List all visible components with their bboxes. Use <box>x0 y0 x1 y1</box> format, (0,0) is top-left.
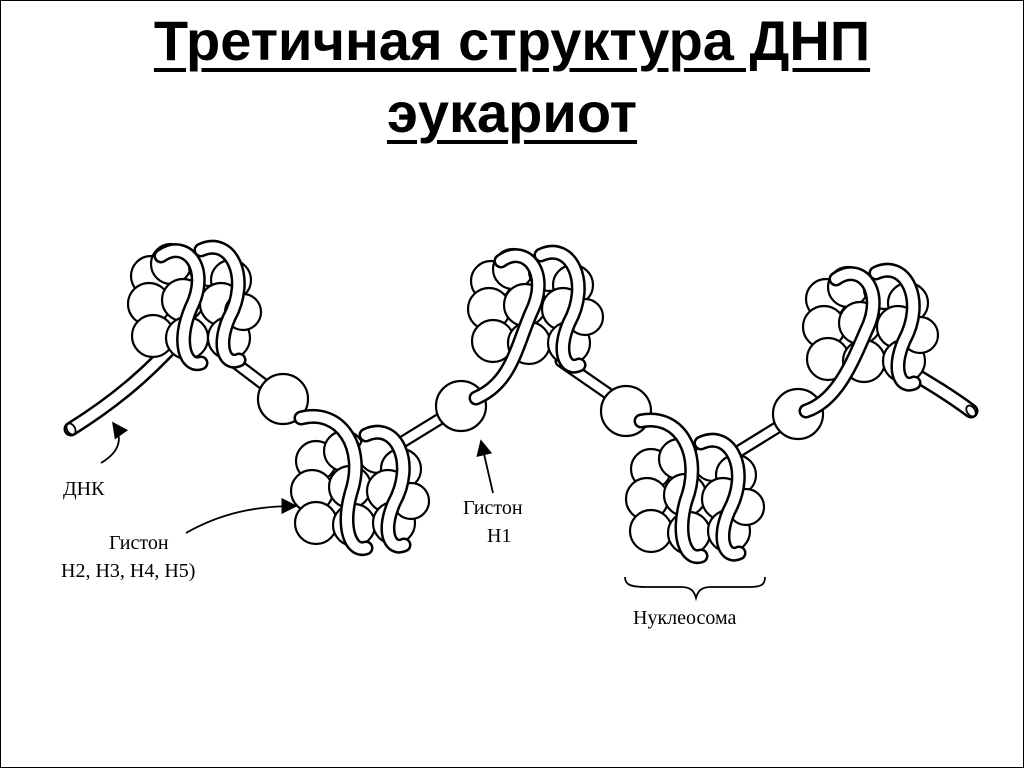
histone-h1-label-line2: H1 <box>487 525 511 547</box>
nucleosome <box>798 262 940 419</box>
histone-h1-beads <box>256 372 825 441</box>
h1-bead <box>256 372 310 426</box>
nucleosome <box>289 409 431 557</box>
h1-bead <box>599 384 653 438</box>
nucleosome-bracket <box>624 576 766 602</box>
histone-core-arrow <box>185 497 298 534</box>
slide-title: Третичная структура ДНП эукариот <box>1 5 1023 149</box>
title-line-2: эукариот <box>386 81 638 144</box>
histone-core-label-line1: Гистон <box>109 532 169 554</box>
nucleosome-label: Нуклеосома <box>633 607 737 629</box>
nucleosome <box>624 412 766 565</box>
nucleosome <box>126 239 263 372</box>
nucleosome <box>466 244 605 406</box>
histone-core-label-line2: H2, H3, H4, H5) <box>61 560 195 582</box>
title-line-1: Третичная структура ДНП <box>153 9 871 72</box>
histone-h1-label-line1: Гистон <box>463 497 523 519</box>
dna-arrow <box>100 421 129 464</box>
histone-h1-arrow <box>476 439 494 494</box>
dna-label: ДНК <box>63 478 105 500</box>
